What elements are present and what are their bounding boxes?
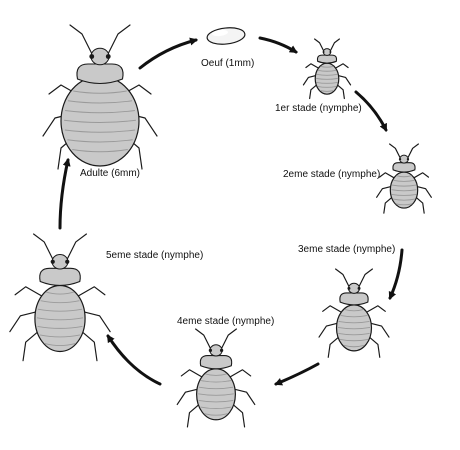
egg-illustration [206, 27, 246, 45]
stage1-label: 1er stade (nymphe) [275, 103, 362, 114]
arrow-stage1-to-stage2 [354, 90, 388, 132]
arrow-stage5-to-adult [58, 158, 71, 230]
arrow-adult-to-egg [138, 37, 198, 70]
arrow-stage2-to-stage3 [388, 248, 404, 300]
stage4-nymph-illustration [176, 328, 256, 428]
stage3-label: 3eme stade (nymphe) [298, 244, 396, 255]
stage1-nymph-illustration [302, 38, 352, 100]
arrow-stage4-to-stage5 [106, 334, 162, 386]
stage4-label: 4eme stade (nymphe) [177, 316, 275, 327]
stage5-nymph-illustration [9, 233, 111, 362]
arrow-stage3-to-stage4 [274, 362, 320, 386]
stage3-nymph-illustration [318, 268, 390, 358]
adult-illustration [42, 24, 158, 170]
egg-label: Oeuf (1mm) [201, 58, 255, 69]
cycle-arrows [58, 36, 404, 386]
adult-label: Adulte (6mm) [80, 168, 141, 179]
arrow-egg-to-stage1 [258, 36, 298, 54]
stage2-label: 2eme stade (nymphe) [283, 169, 381, 180]
stage2-nymph-illustration [376, 143, 432, 214]
stage5-label: 5eme stade (nymphe) [106, 250, 204, 261]
